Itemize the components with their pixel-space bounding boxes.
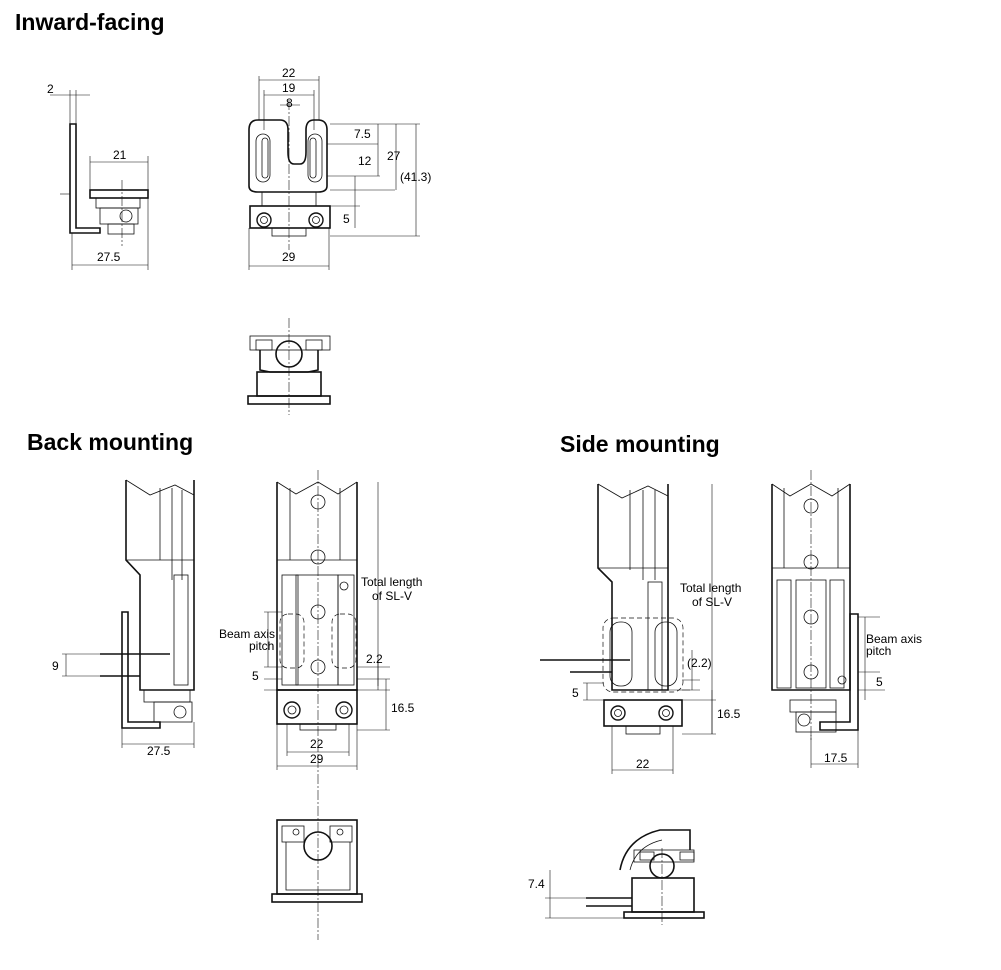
inward-front-view: 22 19 8 7.5 12 27 (41.3) 5 29 xyxy=(248,66,431,270)
side-dim-22: 22 xyxy=(636,757,650,771)
dim-8: 8 xyxy=(286,96,293,110)
dim-19: 19 xyxy=(282,81,296,95)
inward-side-view: 2 21 27.5 xyxy=(47,82,149,270)
dim-22: 22 xyxy=(282,66,296,80)
dim-5: 5 xyxy=(343,212,350,226)
side-dim-5: 5 xyxy=(572,686,579,700)
side-dim-16-5: 16.5 xyxy=(717,707,741,721)
dim-12: 12 xyxy=(358,154,372,168)
side-beam-axis-line1: Beam axis xyxy=(866,632,922,646)
side-total-length-line2: of SL-V xyxy=(692,595,732,609)
dim-7-5: 7.5 xyxy=(354,127,371,141)
side-dim-2-2: (2.2) xyxy=(687,656,712,670)
side-dim-7-4: 7.4 xyxy=(528,877,545,891)
side-dim-17-5: 17.5 xyxy=(824,751,848,765)
dim-9: 9 xyxy=(52,659,59,673)
back-dim-5: 5 xyxy=(252,669,259,683)
back-dim-16-5: 16.5 xyxy=(391,701,415,715)
back-dim-29: 29 xyxy=(310,752,324,766)
heading-side-mounting: Side mounting xyxy=(560,431,720,457)
heading-inward-facing: Inward-facing xyxy=(15,9,165,35)
back-bottom-view xyxy=(271,819,363,903)
side-total-length-line1: Total length xyxy=(680,581,741,595)
dim-overall-width: 27.5 xyxy=(97,250,121,264)
back-side-view: 9 27.5 xyxy=(52,479,195,758)
back-front-view: Total length of SL-V Beam axis pitch 5 2… xyxy=(219,470,422,940)
back-total-length-line2: of SL-V xyxy=(372,589,412,603)
dim-27-5: 27.5 xyxy=(147,744,171,758)
back-total-length-line1: Total length xyxy=(361,575,422,589)
side-view-b: Beam axis pitch 5 17.5 xyxy=(771,470,922,768)
dim-29: 29 xyxy=(282,250,296,264)
inward-bottom-view xyxy=(247,318,331,415)
side-b-dim-5: 5 xyxy=(876,675,883,689)
side-beam-axis-line2: pitch xyxy=(866,644,891,658)
back-beam-axis-line2: pitch xyxy=(249,639,274,653)
dim-41-3: (41.3) xyxy=(400,170,431,184)
dim-top-width: 21 xyxy=(113,148,127,162)
heading-back-mounting: Back mounting xyxy=(27,429,194,455)
side-view-a: Total length of SL-V (2.2) 5 16.5 22 xyxy=(540,483,741,774)
side-bottom-view: 7.4 xyxy=(528,829,705,925)
dim-27: 27 xyxy=(387,149,401,163)
back-dim-2-2: 2.2 xyxy=(366,652,383,666)
back-dim-22: 22 xyxy=(310,737,324,751)
dim-thickness: 2 xyxy=(47,82,54,96)
back-beam-axis-line1: Beam axis xyxy=(219,627,275,641)
